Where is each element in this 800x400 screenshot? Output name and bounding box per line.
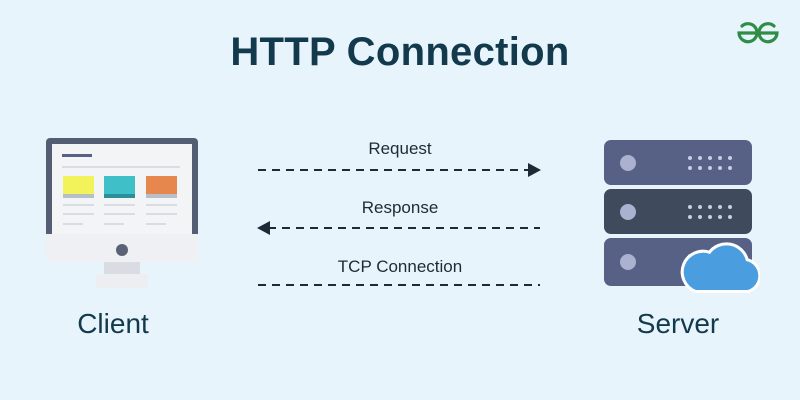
server-rack-icon [604, 140, 760, 293]
request-label: Request [368, 139, 432, 158]
cloud-icon [680, 242, 760, 293]
page-title: HTTP Connection [230, 30, 570, 74]
client-computer-icon [46, 138, 198, 288]
brand-logo: GG [737, 22, 779, 44]
response-label: Response [361, 198, 439, 217]
tcp-connection-line [258, 284, 540, 286]
tcp-connection-label: TCP Connection [337, 257, 463, 276]
server-unit-top [604, 140, 752, 185]
request-arrow [258, 163, 541, 177]
server-label: Server [636, 308, 720, 339]
response-arrow [257, 221, 540, 235]
server-unit-middle [604, 189, 752, 234]
client-label: Client [77, 308, 149, 339]
